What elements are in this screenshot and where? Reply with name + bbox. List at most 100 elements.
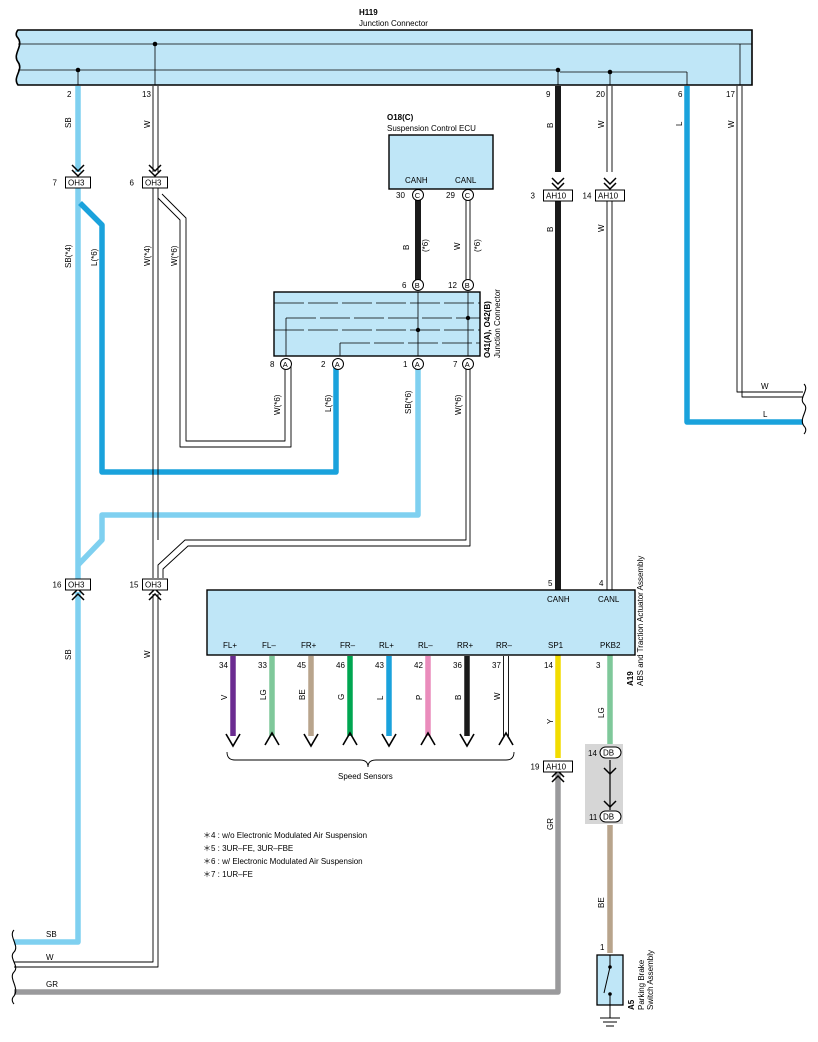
a5-name-2: Switch Assembly — [646, 950, 655, 1010]
o18-name: Suspension Control ECU — [387, 124, 476, 133]
note-4: ＊4 : w/o Electronic Modulated Air Suspen… — [203, 831, 367, 840]
wire-w-double — [14, 86, 803, 968]
svg-text:W: W — [597, 120, 606, 128]
left-edge-breaks — [11, 929, 17, 1005]
inline-connector-code: AH10 — [546, 192, 567, 201]
inline-connector-code: AH10 — [546, 763, 567, 772]
speed-sensor-wire: P — [415, 656, 436, 746]
note-5: ＊5 : 3UR–FE, 3UR–FBE — [203, 844, 293, 853]
wire-sb-main — [14, 86, 421, 945]
svg-text:W: W — [453, 242, 462, 250]
o18-canl-label: CANL — [455, 176, 477, 185]
connector-oh3-pin6: OH3 6 — [130, 164, 168, 189]
speed-sensor-wire-color: P — [415, 695, 424, 700]
connector-oh3-pin16: OH3 16 — [53, 578, 91, 601]
a19-pin-number: 34 — [219, 661, 228, 670]
inline-connector-pin: 19 — [531, 763, 540, 772]
connector-ah10-pin19: AH10 19 — [531, 760, 573, 783]
h119-pin-2: 2 — [67, 90, 72, 99]
a19-canl-label: CANL — [598, 595, 620, 604]
svg-text:SB: SB — [64, 649, 73, 660]
svg-text:W: W — [597, 224, 606, 232]
svg-text:A: A — [465, 360, 470, 369]
speed-sensors-label: Speed Sensors — [338, 772, 393, 781]
svg-text:SB: SB — [46, 930, 57, 939]
wire-l-right — [684, 86, 803, 425]
a19-pin-number: 36 — [453, 661, 462, 670]
svg-text:W(*6): W(*6) — [454, 394, 463, 415]
inline-connector-pin: 16 — [53, 581, 62, 590]
a5-code: A5 — [627, 999, 636, 1010]
h119-pin-6: 6 — [678, 90, 683, 99]
a19-terminal-label: RL– — [418, 641, 433, 650]
a19-pin-number: 45 — [297, 661, 306, 670]
svg-text:B: B — [465, 281, 470, 290]
a19-pin-4: 4 — [599, 579, 604, 588]
inline-connector-code: OH3 — [145, 179, 162, 188]
wire-gr — [14, 772, 561, 995]
svg-text:C: C — [415, 191, 421, 200]
svg-text:W: W — [761, 382, 769, 391]
db-pin-14: 14 — [588, 749, 597, 758]
h119-code: H119 — [359, 8, 378, 17]
speed-sensor-wire: L — [376, 656, 397, 748]
inline-connector-pin: 3 — [531, 192, 536, 201]
h119-pin-9: 9 — [546, 90, 551, 99]
svg-text:A: A — [335, 360, 340, 369]
o41-pin-8: 8 — [270, 360, 275, 369]
svg-text:L(*6): L(*6) — [324, 394, 333, 412]
speed-sensor-wire: W — [493, 656, 514, 746]
svg-text:W(*4): W(*4) — [143, 245, 152, 266]
svg-text:L(*6): L(*6) — [90, 248, 99, 266]
a19-code: A19 — [626, 671, 635, 686]
svg-text:W: W — [46, 953, 54, 962]
inline-connector-code: AH10 — [598, 192, 619, 201]
o41-pin-1: 1 — [403, 360, 408, 369]
a19-terminal-label: PKB2 — [600, 641, 621, 650]
h119-name: Junction Connector — [359, 19, 428, 28]
speed-sensor-wire: BE — [298, 656, 319, 748]
inline-connector-pin: 6 — [130, 179, 135, 188]
a5-name-1: Parking Brake — [637, 959, 646, 1010]
svg-text:C: C — [465, 191, 471, 200]
o41-pin-7: 7 — [453, 360, 458, 369]
a19-terminal-label: RR+ — [457, 641, 474, 650]
h119-pin-17: 17 — [726, 90, 735, 99]
note-6: ＊6 : w/ Electronic Modulated Air Suspens… — [203, 857, 363, 866]
o18-pin-30: 30 — [396, 191, 405, 200]
speed-sensor-wire-color: L — [376, 695, 385, 700]
speed-sensor-wire: G — [337, 656, 358, 746]
o41-code: O41(A), O42(B) — [483, 301, 492, 358]
inline-connector-code: OH3 — [68, 581, 85, 590]
svg-text:L: L — [763, 410, 768, 419]
svg-text:DB: DB — [603, 749, 614, 758]
connector-ah10-pin3: AH10 3 — [531, 177, 573, 202]
junction-connector-o41-o42: B B 6 12 A A A A 8 2 1 7 O41(A), O42(B) … — [270, 279, 502, 370]
db-connector: DB DB 14 11 — [585, 744, 623, 824]
a19-terminal-label: FL+ — [223, 641, 237, 650]
svg-text:Y: Y — [546, 718, 555, 724]
db-pin-11: 11 — [589, 813, 598, 822]
svg-text:BE: BE — [597, 897, 606, 908]
a19-pin-number: 3 — [596, 661, 601, 670]
wire-b-canh — [415, 86, 561, 590]
svg-text:B: B — [546, 123, 555, 128]
speed-sensor-wire: LG — [259, 656, 280, 746]
a19-terminal-label: FR+ — [301, 641, 317, 650]
o41-name: Junction Connector — [493, 289, 502, 358]
svg-text:B: B — [415, 281, 420, 290]
o18-pin-29: 29 — [446, 191, 455, 200]
svg-text:W: W — [143, 120, 152, 128]
svg-text:(*6): (*6) — [421, 239, 430, 252]
a19-pin-number: 46 — [336, 661, 345, 670]
svg-text:LG: LG — [597, 707, 606, 718]
o18-canh-label: CANH — [405, 176, 428, 185]
a19-pin-number: 42 — [414, 661, 423, 670]
a19-terminal-label: SP1 — [548, 641, 564, 650]
edge-wire-labels: SB W GR W L — [46, 382, 769, 989]
a19-pin-number: 14 — [544, 661, 553, 670]
